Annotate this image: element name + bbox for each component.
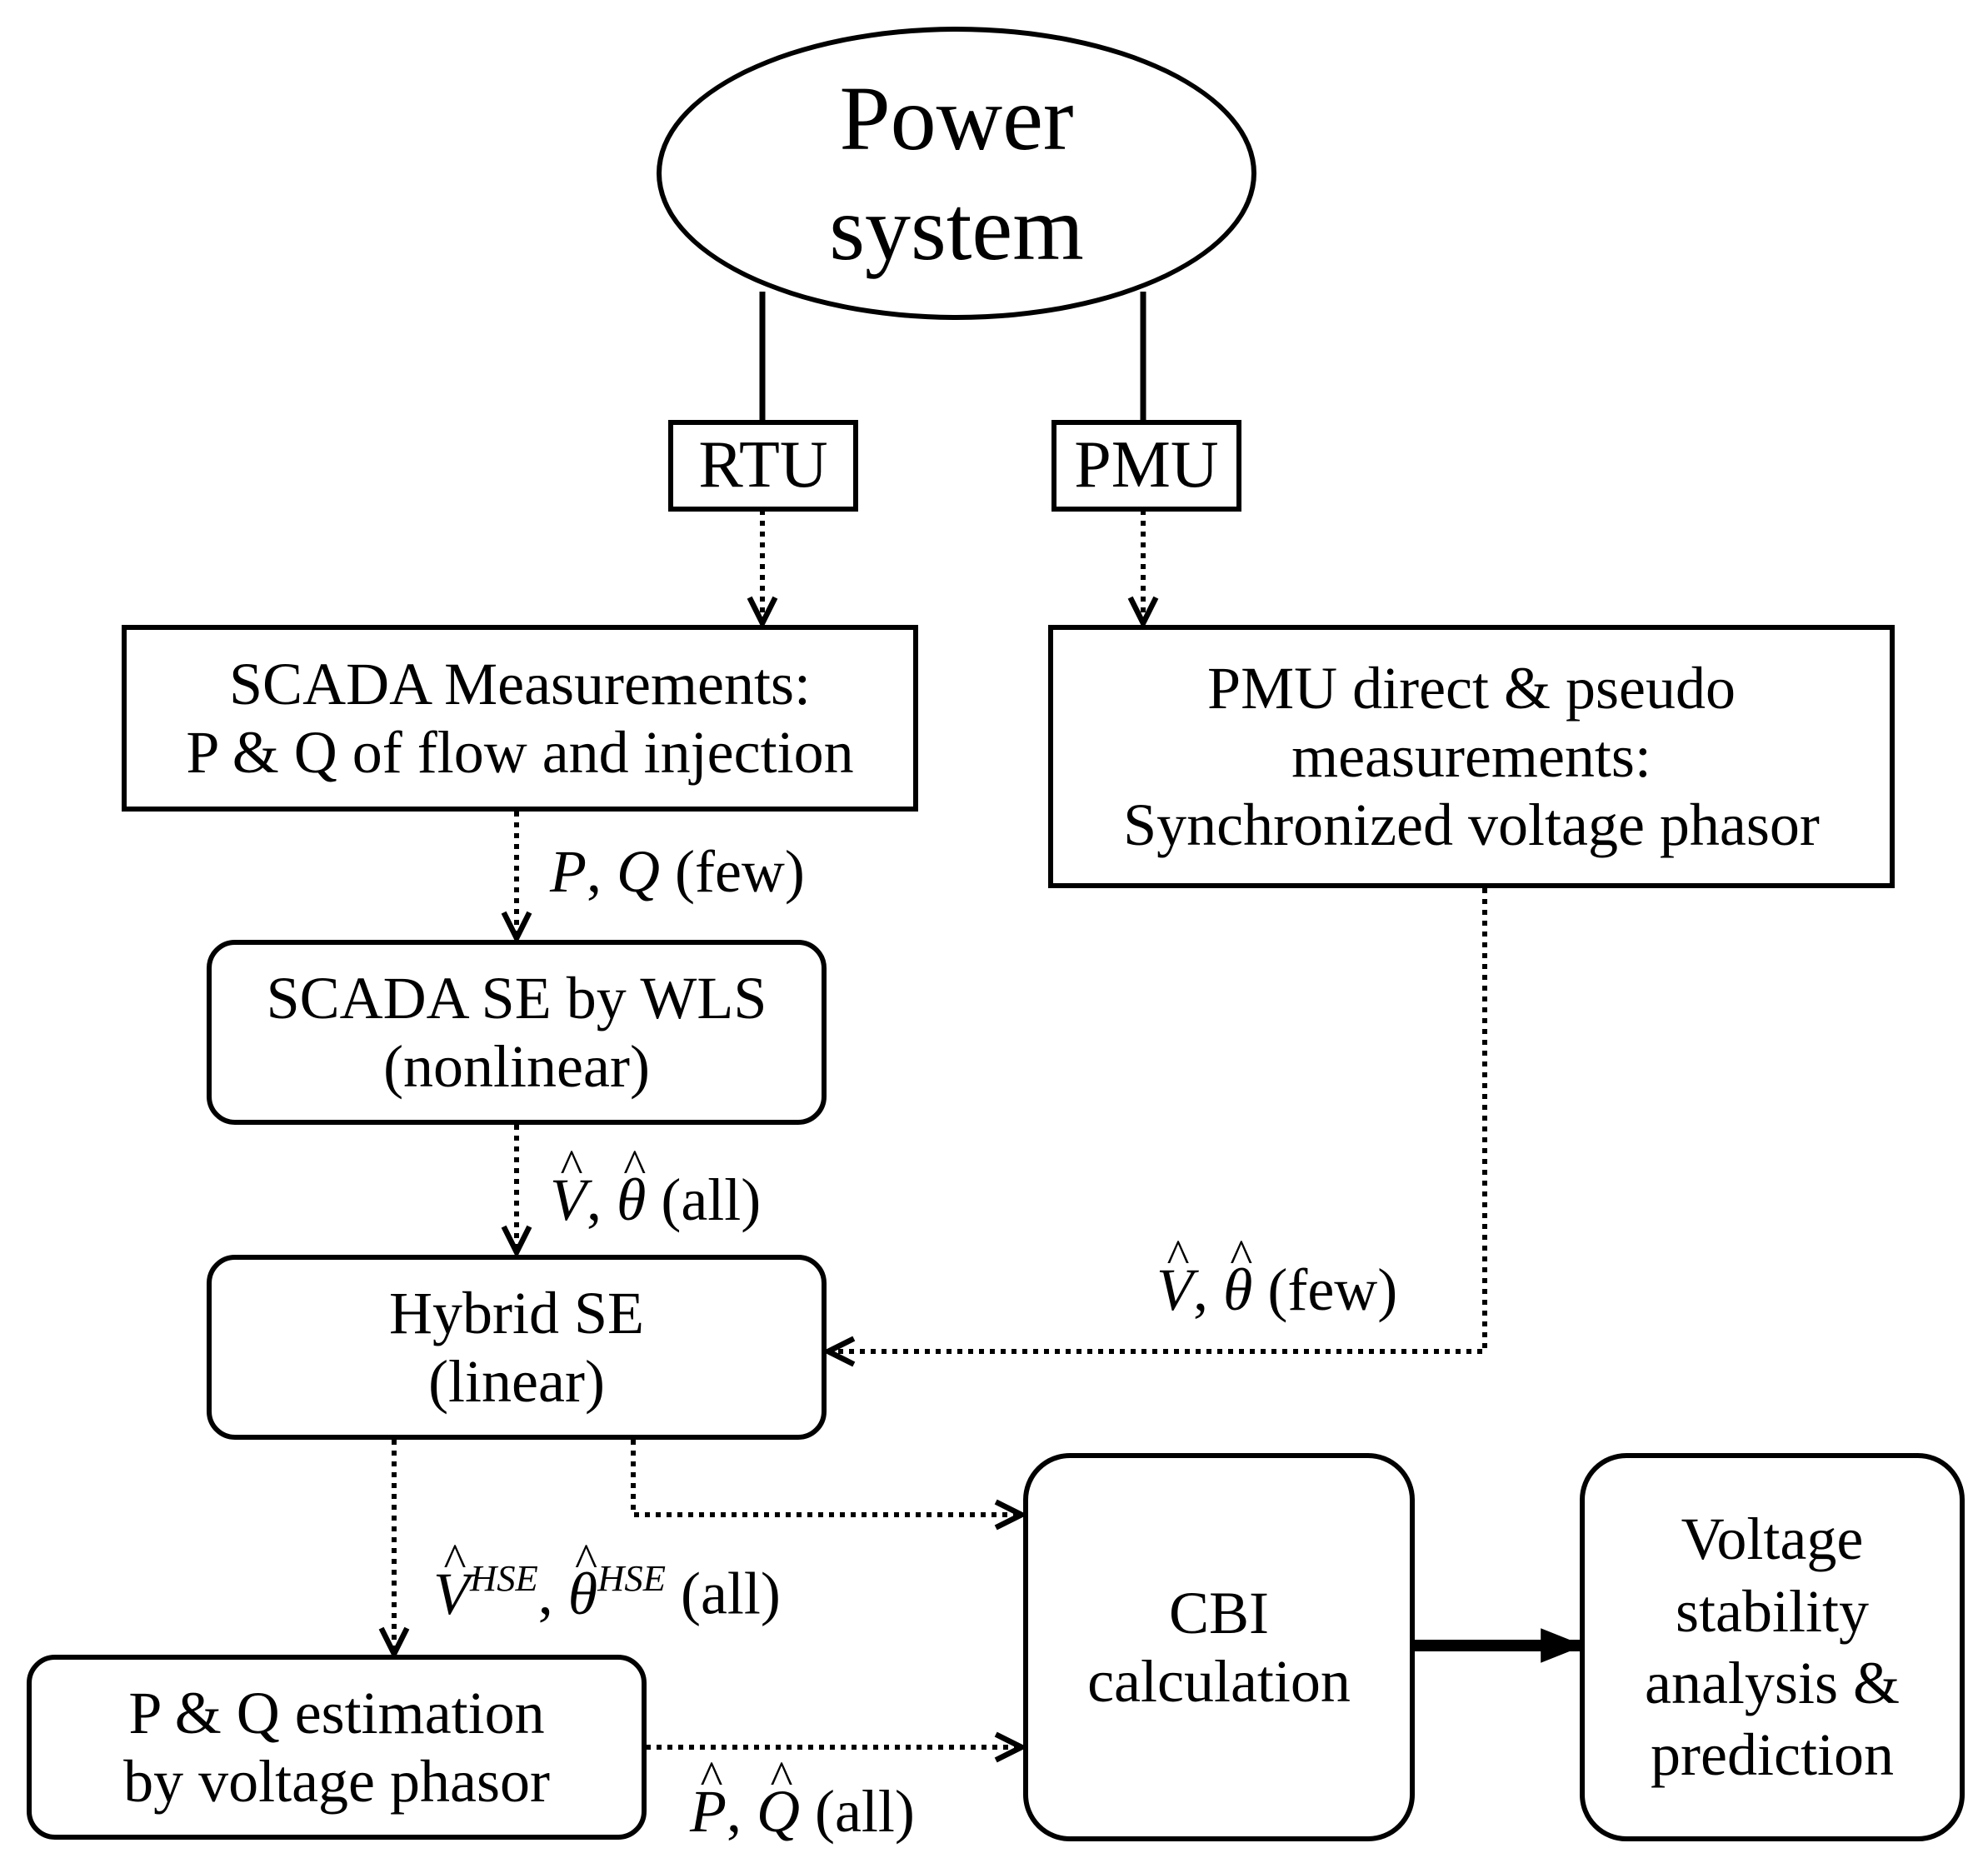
scada-se-line-2: (nonlinear) — [383, 1033, 650, 1100]
separator: , — [586, 838, 617, 905]
edge-label-pq-all: P, Q (all) — [690, 1781, 915, 1841]
var-v-hat: V — [1156, 1260, 1193, 1320]
separator: , — [537, 1560, 568, 1627]
hybrid-se-box: Hybrid SE (linear) — [207, 1255, 827, 1440]
label-suffix: (few) — [659, 838, 805, 905]
pmu-box: PMU — [1051, 420, 1241, 512]
var-p: P — [550, 838, 587, 905]
var-v-hat: V — [433, 1564, 470, 1624]
scada-se-line-1: SCADA SE by WLS — [266, 964, 767, 1031]
var-p-hat: P — [690, 1781, 727, 1841]
pmu-measurements-line-2: measurements: — [1291, 722, 1651, 790]
var-v-hat: V — [550, 1170, 587, 1230]
voltage-stability-line-3: analysis & — [1645, 1650, 1900, 1716]
rtu-box: RTU — [668, 420, 858, 512]
pmu-measurements-line-1: PMU direct & pseudo — [1207, 654, 1736, 722]
var-theta-hat: θ — [568, 1564, 597, 1624]
scada-measurements-box: SCADA Measurements: P & Q of flow and in… — [122, 625, 918, 812]
power-system-line-1: Power — [839, 67, 1074, 169]
arrow-pmu-meas-to-hybrid-se — [828, 888, 1487, 1351]
var-theta-hat: θ — [1223, 1260, 1252, 1320]
edge-label-v-theta-few: V, θ (few) — [1156, 1260, 1397, 1320]
power-system-ellipse: Power system — [657, 27, 1256, 320]
superscript-hse: HSE — [469, 1557, 538, 1599]
voltage-stability-box: Voltage stability analysis & prediction — [1580, 1453, 1965, 1841]
edge-label-pq-few: P, Q (few) — [550, 842, 805, 902]
cbi-line-2: calculation — [1087, 1648, 1351, 1715]
arrow-hybrid-se-to-cbi — [631, 1440, 1021, 1515]
pmu-measurements-box: PMU direct & pseudo measurements: Synchr… — [1048, 625, 1895, 888]
pq-estimation-box: P & Q estimation by voltage phasor — [27, 1655, 647, 1840]
var-theta-hat: θ — [617, 1170, 646, 1230]
scada-se-box: SCADA SE by WLS (nonlinear) — [207, 940, 827, 1125]
edge-label-v-theta-all: V, θ (all) — [550, 1170, 761, 1230]
var-q: Q — [616, 838, 660, 905]
pmu-measurements-line-3: Synchronized voltage phasor — [1123, 792, 1820, 859]
scada-measurements-line-2: P & Q of flow and injection — [186, 719, 854, 786]
superscript-hse-2: HSE — [597, 1557, 666, 1599]
pq-estimation-line-1: P & Q estimation — [128, 1679, 545, 1746]
power-system-line-2: system — [829, 177, 1084, 279]
hybrid-se-line-1: Hybrid SE — [389, 1279, 644, 1346]
label-suffix: (few) — [1252, 1256, 1398, 1323]
voltage-stability-line-1: Voltage — [1681, 1506, 1864, 1573]
edge-label-v-theta-hse-all: VHSE, θHSE (all) — [433, 1560, 781, 1624]
separator: , — [1192, 1256, 1223, 1323]
rtu-label: RTU — [698, 428, 828, 502]
pmu-label: PMU — [1074, 428, 1219, 502]
separator: , — [586, 1166, 617, 1233]
label-suffix: (all) — [665, 1560, 781, 1627]
pq-estimation-line-2: by voltage phasor — [123, 1748, 550, 1815]
voltage-stability-line-2: stability — [1676, 1577, 1869, 1645]
cbi-calculation-box: CBI calculation — [1023, 1453, 1415, 1841]
var-q-hat: Q — [757, 1781, 800, 1841]
scada-measurements-line-1: SCADA Measurements: — [229, 650, 811, 717]
voltage-stability-line-4: prediction — [1651, 1721, 1894, 1789]
cbi-line-1: CBI — [1168, 1579, 1270, 1646]
hybrid-se-line-2: (linear) — [428, 1348, 605, 1415]
label-suffix: (all) — [799, 1778, 915, 1845]
separator: , — [726, 1778, 757, 1845]
label-suffix: (all) — [646, 1166, 762, 1233]
